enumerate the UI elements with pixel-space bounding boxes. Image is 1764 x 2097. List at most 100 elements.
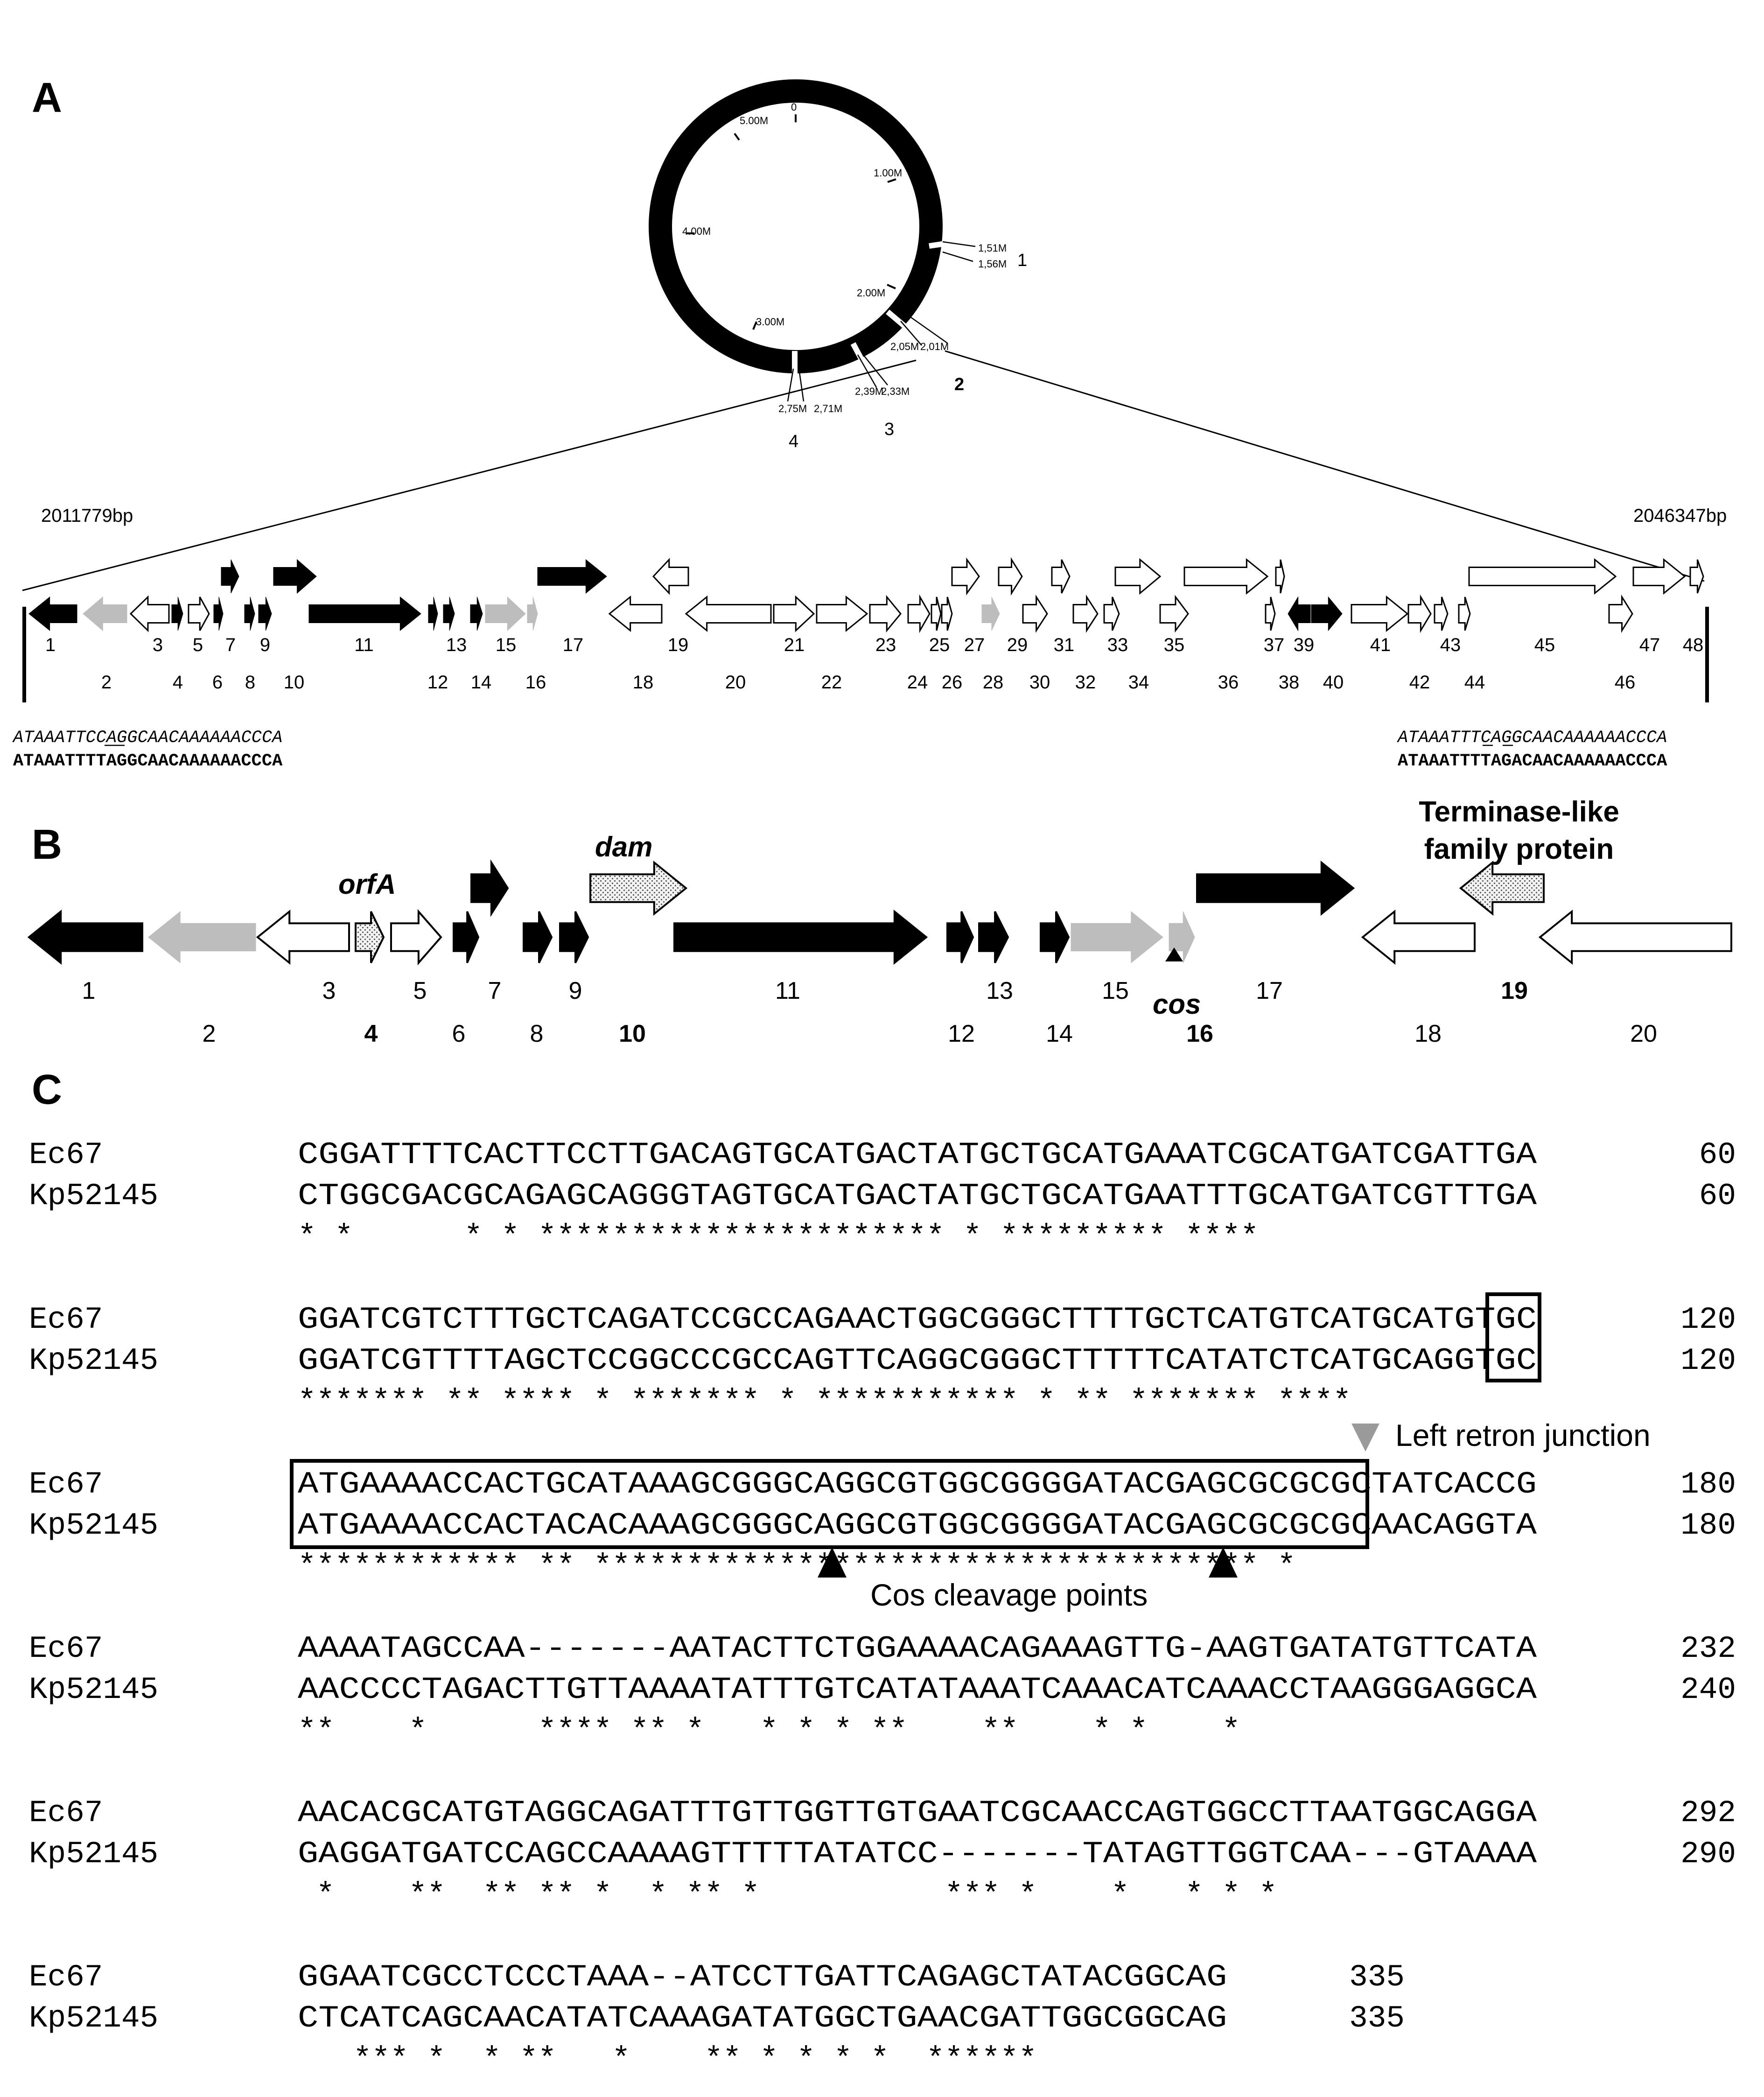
gene-b-10: 10 (589, 860, 688, 1047)
sequence-position: 335 (1349, 2001, 1405, 2036)
gene-a-20: 20 (685, 595, 772, 693)
gene-a-number: 10 (284, 672, 305, 693)
panel-b-label: B (32, 821, 62, 868)
gene-a-number: 16 (525, 672, 546, 693)
gene-b-17: 17 (1196, 860, 1355, 1004)
gene-a-number: 1 (45, 635, 56, 655)
gene-a-12: 12 (427, 596, 448, 693)
conservation-stars: ** * **** ** * * * * ** ** * * * (298, 1713, 1240, 1748)
region-2-end: 2,01M (920, 341, 949, 352)
sequence-name: Kp52145 (29, 1178, 158, 1213)
gene-a-18: 18 (608, 595, 663, 693)
gene-b-4: 4 (355, 911, 385, 1047)
gene-a-37: 37 (1264, 559, 1285, 655)
sequence-name: Kp52145 (29, 1508, 158, 1543)
gene-a-11: 11 (308, 596, 421, 655)
right-coordinate: 2046347bp (1633, 505, 1727, 526)
gene-a-number: 7 (225, 635, 236, 655)
gene-a-13: 13 (443, 596, 467, 655)
terminase-label-line1: Terminase-like (1419, 796, 1619, 828)
gene-b-6: 6 (452, 911, 480, 1047)
gene-a-number: 21 (784, 635, 805, 655)
tick-label-3m: 3.00M (756, 316, 784, 328)
conservation-stars: * * * * ********************** * *******… (298, 1220, 1259, 1255)
gene-a-42: 42 (1407, 594, 1432, 693)
dam-label: dam (595, 831, 652, 863)
tick-label-2m: 2.00M (857, 287, 885, 299)
gene-b-number: 14 (1046, 1020, 1073, 1047)
gene-b-number: 2 (203, 1020, 216, 1047)
gene-b-number: 9 (569, 977, 582, 1004)
sequence-position: 60 (1699, 1178, 1736, 1213)
gene-a-48: 48 (1683, 559, 1704, 655)
gene-a-number: 39 (1294, 635, 1315, 655)
gene-a-number: 8 (245, 672, 255, 693)
tick-2m (887, 284, 896, 289)
sequence-position: 180 (1680, 1467, 1736, 1502)
gene-a-41: 41 (1351, 595, 1409, 655)
gene-a-number: 47 (1639, 635, 1660, 655)
gene-a-36: 36 (1183, 558, 1269, 693)
gene-b-number: 17 (1256, 977, 1283, 1004)
sequence-position: 60 (1699, 1137, 1736, 1172)
gene-a-45: 45 (1468, 558, 1617, 655)
region-3-start: 2,39M (855, 386, 883, 397)
gene-a-number: 20 (725, 672, 746, 693)
sequence-name: Ec67 (29, 1137, 103, 1172)
sequence-name: Ec67 (29, 1960, 103, 1995)
gene-b-number: 6 (452, 1020, 466, 1047)
zoom-line-right (945, 350, 1705, 582)
gene-a-32: 32 (1072, 594, 1099, 693)
gene-a-number: 11 (354, 635, 374, 655)
region-2-id: 2 (954, 375, 964, 394)
conservation-stars: ************ ** ************************… (298, 1549, 1296, 1584)
gene-a-22: 22 (816, 595, 868, 693)
gene-b-13: 13 (978, 911, 1013, 1004)
sequence-name: Ec67 (29, 1302, 103, 1337)
gene-b-5: 5 (390, 909, 442, 1004)
gene-b-number: 13 (986, 977, 1013, 1004)
sequence-name: Ec67 (29, 1795, 103, 1830)
left-retron-junction-label: Left retron junction (1395, 1418, 1651, 1452)
gene-b-12: 12 (946, 911, 975, 1047)
gene-a-39: 39 (1288, 596, 1315, 655)
gene-b-number: 19 (1501, 977, 1528, 1004)
gene-a-44: 44 (1458, 596, 1485, 693)
gene-a-17: 17 (537, 559, 607, 655)
gene-a-number: 38 (1279, 672, 1300, 693)
tick-label-1m: 1.00M (874, 167, 902, 179)
gene-b-number: 5 (413, 977, 427, 1004)
sequence-text: AAAATAGCCAA-------AATACTTCTGGAAAACAGAAAG… (298, 1631, 1537, 1666)
gene-a-number: 34 (1128, 672, 1149, 693)
gene-a-24: 24 (907, 594, 931, 693)
gene-a-4: 4 (171, 596, 183, 693)
gene-b-18: 18 (1361, 909, 1476, 1047)
sequence-text: CTGGCGACGCAGAGCAGGGTAGTGCATGACTATGCTGCAT… (298, 1178, 1537, 1213)
gene-a-23: 23 (869, 595, 902, 655)
tick-1m (887, 178, 896, 183)
gene-a-1: 1 (28, 596, 77, 655)
gene-a-19: 19 (652, 558, 689, 655)
gene-a-16: 16 (525, 596, 546, 693)
gene-a-number: 28 (983, 672, 1004, 693)
region-4-end: 2,71M (814, 403, 842, 414)
gene-b-number: 4 (364, 1020, 378, 1047)
gene-a-25: 25 (929, 596, 950, 655)
gene-a-29: 29 (998, 557, 1028, 655)
gene-a-15: 15 (485, 596, 526, 655)
gene-a-40: 40 (1311, 596, 1344, 693)
gene-a-number: 25 (929, 635, 950, 655)
gene-b-1: 1 (27, 909, 143, 1004)
region-gap-3 (850, 342, 867, 366)
gene-a-28: 28 (981, 596, 1004, 693)
cos-cleavage-label: Cos cleavage points (870, 1578, 1148, 1612)
gene-a-number: 44 (1464, 672, 1485, 693)
region-gap-2 (886, 309, 908, 330)
gene-a-46: 46 (1608, 594, 1635, 693)
sequence-text: ATGAAAACCACTACACAAAGCGGGCAGGCGTGGCGGGGAT… (298, 1508, 1537, 1543)
sequence-text: GAGGATGATCCAGCCAAAAGTTTTTATATCC-------TA… (298, 1837, 1537, 1872)
gene-a-number: 5 (193, 635, 203, 655)
